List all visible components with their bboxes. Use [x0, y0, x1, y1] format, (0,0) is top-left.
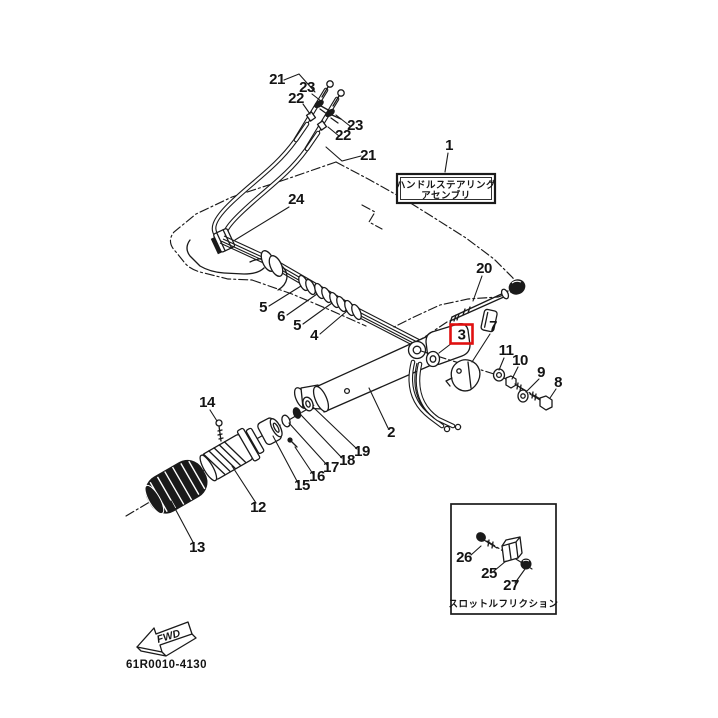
- assembly-label-box: ハンドルステアリング アセンブリ: [395, 152, 497, 205]
- cable-bundle: [219, 235, 455, 350]
- callout-16[interactable]: 16: [309, 468, 325, 485]
- cable-end-ball: [337, 89, 345, 97]
- pivot-hardware: [420, 350, 553, 411]
- throttle-cables: [211, 80, 345, 244]
- callout-2[interactable]: 2: [387, 424, 396, 441]
- handle-grip: [144, 459, 208, 515]
- callout-22-left[interactable]: 22: [288, 90, 304, 107]
- callout-18[interactable]: 18: [339, 452, 355, 469]
- cap-part18: [292, 407, 302, 419]
- callout-6[interactable]: 6: [277, 308, 286, 325]
- callout-10[interactable]: 10: [512, 352, 528, 369]
- callout-21-right[interactable]: 21: [360, 147, 376, 164]
- callout-13[interactable]: 13: [189, 539, 205, 556]
- friction-rod: [419, 279, 526, 341]
- assembly-label-line2: アセンブリ: [421, 190, 471, 202]
- callout-4[interactable]: 4: [310, 327, 320, 344]
- callout-21-left[interactable]: 21: [269, 71, 285, 88]
- callout-11[interactable]: 11: [499, 342, 515, 359]
- callout-3-highlighted[interactable]: 3: [458, 327, 467, 344]
- callout-23-right[interactable]: 23: [347, 117, 363, 134]
- cable-end-ball: [326, 80, 334, 88]
- hanging-cables: [408, 359, 462, 433]
- nut-part27: [520, 558, 532, 570]
- callout-numbers: 21 23 22 23 22 21 1 24 20 5 6 5 4 3 7 11…: [189, 71, 562, 594]
- callout-27[interactable]: 27: [503, 577, 519, 594]
- callout-22-right[interactable]: 22: [335, 127, 351, 144]
- bushing-part15: [257, 417, 283, 446]
- callout-7[interactable]: 7: [489, 318, 498, 335]
- callout-leader-lines: [170, 73, 557, 584]
- throttle-friction-inset: スロットルフリクション: [448, 503, 558, 615]
- callout-25[interactable]: 25: [481, 565, 497, 582]
- callout-9[interactable]: 9: [537, 364, 546, 381]
- callout-26[interactable]: 26: [456, 549, 472, 566]
- nut-part19: [302, 396, 314, 412]
- inset-label: スロットルフリクション: [448, 599, 558, 610]
- washer-part17: [281, 414, 291, 428]
- screw-part26: [476, 532, 498, 549]
- fwd-arrow: FWD: [136, 621, 197, 657]
- grip-assembly: [125, 396, 317, 517]
- highlight-box: [449, 323, 474, 345]
- callout-5b[interactable]: 5: [293, 317, 302, 334]
- callout-8[interactable]: 8: [554, 374, 563, 391]
- cable-locknut: [305, 111, 317, 122]
- bolt-part10: [505, 375, 517, 389]
- screw-part14: [215, 419, 224, 442]
- cable-clamp: [210, 228, 236, 255]
- callout-12[interactable]: 12: [250, 499, 266, 516]
- assembly-label-line1: ハンドルステアリング: [396, 179, 496, 191]
- callout-5a[interactable]: 5: [259, 299, 268, 316]
- callout-24[interactable]: 24: [288, 191, 305, 208]
- callout-1[interactable]: 1: [445, 137, 454, 154]
- callout-19[interactable]: 19: [354, 443, 370, 460]
- callout-23-left[interactable]: 23: [299, 79, 315, 96]
- callout-15[interactable]: 15: [294, 477, 310, 494]
- rod-knob: [508, 279, 526, 295]
- drawing-code: 61R0010-4130: [126, 659, 207, 671]
- fwd-arrow-label: FWD: [155, 627, 182, 646]
- bolt-part8: [539, 395, 553, 411]
- callout-14[interactable]: 14: [199, 394, 216, 411]
- throttle-sleeve: [199, 427, 265, 482]
- bundle-grommets: [260, 250, 362, 321]
- callout-17[interactable]: 17: [323, 459, 339, 476]
- screw-part16: [287, 437, 298, 448]
- callout-20[interactable]: 20: [476, 260, 492, 277]
- cable-locknut: [316, 120, 328, 131]
- bracket-part7: [450, 359, 481, 392]
